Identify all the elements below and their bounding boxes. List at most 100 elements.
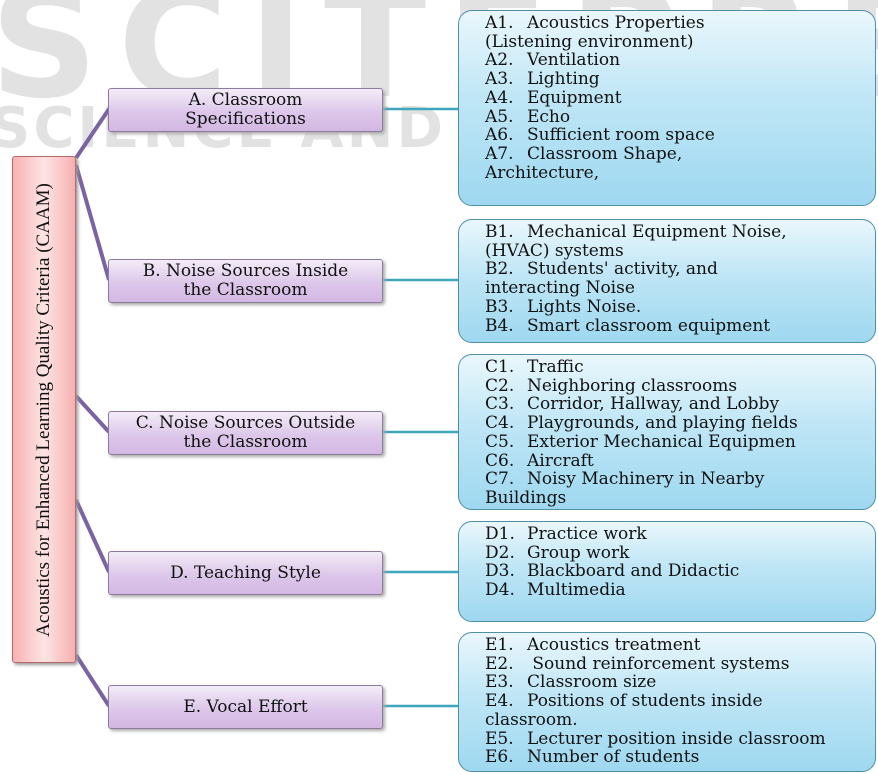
criterion-a2: A2. Ventilation xyxy=(485,51,871,70)
criterion-d1: D1. Practice work xyxy=(485,525,871,544)
criterion-code: C7. xyxy=(485,469,515,490)
criterion-text: Sufficient room space xyxy=(527,125,715,146)
category-node-e: E. Vocal Effort xyxy=(108,685,383,729)
criterion-text: Students' activity, and xyxy=(527,259,718,280)
branch-line-e xyxy=(74,653,111,708)
category-node-b: B. Noise Sources Inside the Classroom xyxy=(108,259,383,303)
category-node-d: D. Teaching Style xyxy=(108,551,383,595)
criterion-code: A4. xyxy=(485,87,514,108)
detail-box-b: B1. Mechanical Equipment Noise,(HVAC) sys… xyxy=(458,219,876,343)
criterion-code: D3. xyxy=(485,561,515,582)
criterion-code: E2. xyxy=(485,653,514,674)
criterion-e1: E1. Acoustics treatment xyxy=(485,636,871,655)
criterion-text: Playgrounds, and playing fields xyxy=(527,413,798,434)
root-label: Acoustics for Enhanced Learning Quality … xyxy=(33,182,55,637)
criterion-a1: A1. Acoustics Properties xyxy=(485,14,871,33)
criterion-code: A5. xyxy=(485,106,514,127)
criterion-d3: D3. Blackboard and Didactic xyxy=(485,562,871,581)
criterion-text-continuation: Buildings xyxy=(485,487,567,508)
category-node-a: A. Classroom Specifications xyxy=(108,88,383,132)
criterion-c4: C4. Playgrounds, and playing fields xyxy=(485,414,871,433)
criterion-code: A6. xyxy=(485,125,514,146)
criterion-text: Lights Noise. xyxy=(527,296,642,317)
criterion-text: Acoustics treatment xyxy=(527,635,701,655)
category-label-line: C. Noise Sources Outside xyxy=(135,413,356,433)
criterion-text: Neighboring classrooms xyxy=(527,375,738,396)
criterion-text: Lighting xyxy=(527,69,600,90)
criterion-b3: B3. Lights Noise. xyxy=(485,296,871,317)
criterion-code: B3. xyxy=(485,296,514,317)
criterion-code: D1. xyxy=(485,524,515,544)
criterion-code: C1. xyxy=(485,357,515,377)
criterion-code: D4. xyxy=(485,580,515,601)
criterion-text: Lecturer position inside classroom xyxy=(527,728,826,749)
criterion-text: Mechanical Equipment Noise, xyxy=(527,222,787,242)
criterion-text: Smart classroom equipment xyxy=(527,315,771,336)
criterion-text: Blackboard and Didactic xyxy=(527,561,740,582)
category-node-c: C. Noise Sources Outside the Classroom xyxy=(108,411,383,455)
criterion-code: C4. xyxy=(485,413,515,434)
detail-box-a: A1. Acoustics Properties(Listening enviro… xyxy=(458,10,876,206)
category-label-line: Specifications xyxy=(185,109,306,129)
branch-line-c xyxy=(74,394,111,434)
criterion-text: Classroom size xyxy=(527,672,657,693)
criterion-code: E6. xyxy=(485,747,514,768)
criterion-text: Echo xyxy=(527,106,571,127)
criterion-code: C6. xyxy=(485,450,515,471)
criterion-b1: B1. Mechanical Equipment Noise, xyxy=(485,223,871,242)
category-label-line: A. Classroom xyxy=(188,90,303,110)
category-label-line: E. Vocal Effort xyxy=(183,696,308,717)
criterion-text-continuation: (HVAC) systems xyxy=(485,240,624,261)
criterion-code: C5. xyxy=(485,431,515,452)
criterion-text: Acoustics Properties xyxy=(527,13,705,33)
criterion-e5: E5. Lecturer position inside classroom xyxy=(485,728,871,749)
criterion-code: B1. xyxy=(485,222,514,242)
criterion-text: Traffic xyxy=(527,357,584,377)
criterion-text-continuation: interacting Noise xyxy=(485,278,635,299)
criterion-text: Group work xyxy=(527,542,630,563)
criterion-code: B4. xyxy=(485,315,514,336)
criterion-e4: E4. Positions of students inside xyxy=(485,692,871,711)
criterion-text: Sound reinforcement systems xyxy=(527,653,790,674)
criterion-text: Corridor, Hallway, and Lobby xyxy=(527,394,780,415)
criterion-e6: E6. Number of students xyxy=(485,748,871,767)
criterion-text: Ventilation xyxy=(527,50,621,71)
root-node: Acoustics for Enhanced Learning Quality … xyxy=(12,156,76,663)
criterion-code: E3. xyxy=(485,672,514,693)
criterion-c2: C2. Neighboring classrooms xyxy=(485,375,871,396)
criterion-text: Number of students xyxy=(527,747,700,768)
criterion-code: E4. xyxy=(485,691,514,712)
criterion-a4: A4.Equipment xyxy=(485,87,871,108)
criterion-text: Positions of students inside xyxy=(527,691,763,712)
criterion-code: E1. xyxy=(485,635,514,655)
category-label-line: B. Noise Sources Inside xyxy=(142,261,349,281)
criterion-code: E5. xyxy=(485,728,514,749)
branch-line-a xyxy=(74,107,111,160)
category-label-line: D. Teaching Style xyxy=(170,562,321,583)
criterion-text-continuation: classroom. xyxy=(485,709,578,730)
criterion-text-continuation: (Listening environment) xyxy=(485,31,694,52)
criterion-code: A2. xyxy=(485,50,514,71)
criterion-code: C3. xyxy=(485,394,515,415)
criterion-text: Classroom Shape, xyxy=(527,143,683,164)
criterion-c5: C5.Exterior Mechanical Equipmen xyxy=(485,431,871,452)
criterion-a6: A6. Sufficient room space xyxy=(485,126,871,145)
criterion-text-continuation: Architecture, xyxy=(485,162,600,183)
criterion-e3: E3. Classroom size xyxy=(485,673,871,692)
criterion-code: B2. xyxy=(485,259,514,280)
criterion-text: Practice work xyxy=(527,524,647,544)
criterion-code: A1. xyxy=(485,13,514,33)
criterion-a7: A7.Classroom Shape, xyxy=(485,145,871,164)
criterion-code: C2. xyxy=(485,375,515,396)
criterion-b4: B4. Smart classroom equipment xyxy=(485,315,871,336)
branch-line-b xyxy=(74,164,111,281)
criterion-a5: A5. Echo xyxy=(485,106,871,127)
criterion-text: Multimedia xyxy=(527,580,626,601)
criterion-d2: D2.Group work xyxy=(485,542,871,563)
criterion-c6: C6.Aircraft xyxy=(485,450,871,471)
branch-line-d xyxy=(74,499,111,573)
